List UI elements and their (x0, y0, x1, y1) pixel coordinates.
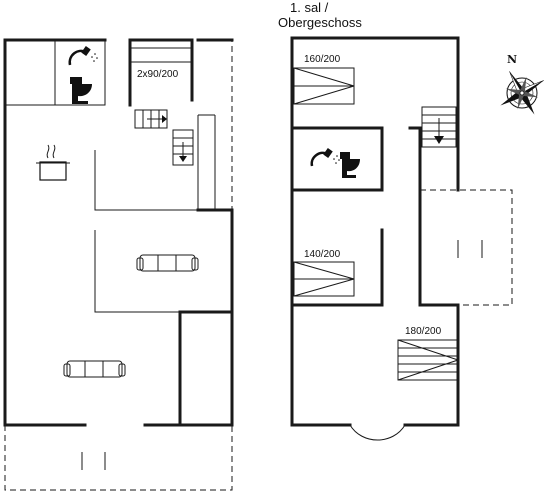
upper-floor-title-line1: 1. sal / (290, 0, 329, 15)
ground-bathroom-walls (54, 40, 106, 106)
upper-bed-160 (293, 67, 355, 105)
upper-bed-180 (397, 339, 459, 381)
upper-interior-walls (290, 126, 422, 307)
ground-terrace-outline (4, 39, 233, 491)
toilet-icon (340, 152, 360, 178)
ground-interior-walls (5, 104, 216, 313)
upper-bed-top-label: 160/200 (304, 54, 341, 65)
sofa-icon (63, 360, 126, 378)
upper-outer-wall (290, 36, 460, 427)
compass-north-label: N (507, 53, 517, 66)
upper-stairs (421, 106, 457, 148)
cooking-pot-icon (36, 144, 70, 181)
shower-icon (68, 46, 98, 66)
ground-bed-label: 2x90/200 (137, 69, 179, 80)
upper-bed-mid-label: 140/200 (304, 249, 341, 260)
upper-bed-bottom-label: 180/200 (405, 326, 442, 337)
shower-icon (310, 148, 340, 167)
ground-floor: 2x90/200 (3, 38, 234, 491)
upper-bay-window (349, 424, 406, 441)
upper-balcony-outline (420, 189, 513, 306)
toilet-icon (70, 77, 92, 104)
ground-bed-2x90 (129, 39, 193, 63)
upper-floor: 1. sal / Obergeschoss 160/200 (278, 0, 513, 441)
sofa-icon (136, 254, 199, 272)
compass-rose-icon (500, 71, 544, 115)
ground-stairs (134, 109, 194, 166)
upper-floor-title-line2: Obergeschoss (278, 15, 362, 30)
upper-bed-140 (293, 261, 355, 297)
